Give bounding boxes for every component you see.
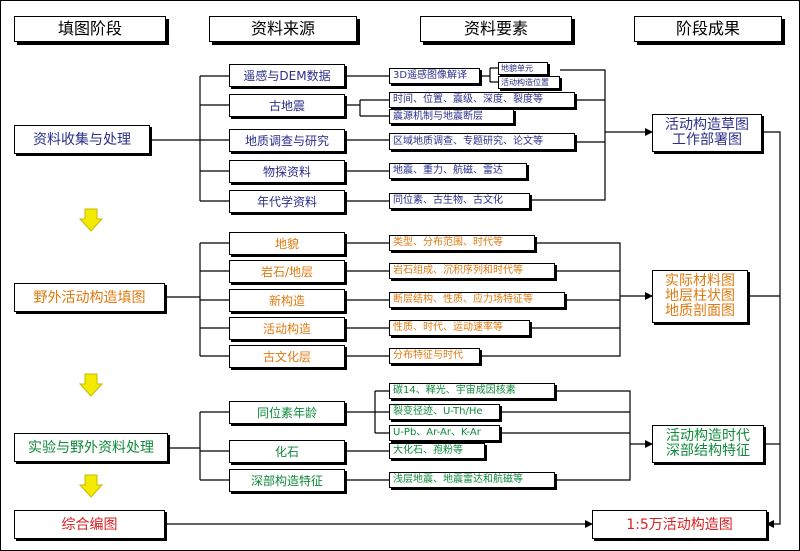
element-landform-type: 类型、分布范围、时代等: [389, 235, 535, 251]
element-c14-cosmogenic: 碳14、释光、宇宙成因核素: [389, 383, 555, 399]
source-paleo-earthquake: 古地震: [229, 94, 345, 117]
stage-lab-processing: 实验与野外资料处理: [14, 433, 168, 462]
element-fault-structure: 断层结构、性质、应力场特征等: [389, 292, 565, 308]
source-neotectonics: 新构造: [229, 289, 345, 312]
source-isotope-age: 同位素年龄: [229, 401, 345, 424]
element-macrofossil-pollen: 大化石、孢粉等: [389, 443, 485, 459]
element-cultural-distribution: 分布特征与时代: [389, 348, 480, 364]
stage-field-mapping: 野外活动构造填图: [14, 283, 165, 312]
source-geochronology: 年代学资料: [229, 190, 345, 213]
header-results: 阶段成果: [634, 16, 782, 42]
element-eq-mechanism: 震源机制与地震断层: [389, 109, 514, 124]
header-stage: 填图阶段: [14, 16, 166, 42]
result-line: 地质剖面图: [665, 302, 735, 319]
result-line: 实际材料图: [665, 273, 735, 290]
element-motion-rate: 性质、时代、运动速率等: [389, 320, 530, 336]
element-shallow-seismic: 浅层地震、地震雷达和航磁等: [389, 472, 555, 488]
element-eq-parameters: 时间、位置、震级、深度、裂度等: [389, 92, 575, 108]
element-rs-landform: 地貌单元: [498, 62, 548, 75]
element-rs-tectonic-location: 活动构造位置: [498, 76, 560, 89]
stage-compilation: 综合编图: [14, 510, 165, 539]
source-fossils: 化石: [229, 440, 345, 463]
result-line: 活动构造时代: [666, 428, 750, 445]
element-geophys: 地震、重力、航磁、雷达: [389, 163, 527, 179]
source-cultural-layer: 古文化层: [229, 345, 345, 368]
element-upb-arar: U-Pb、Ar-Ar、K-Ar: [389, 425, 500, 441]
result-field-maps: 实际材料图 地层柱状图 地质剖面图: [652, 270, 748, 323]
source-deep-structure: 深部构造特征: [229, 469, 345, 492]
element-geo-studies: 区域地质调查、专题研究、论文等: [389, 133, 575, 150]
source-geophysics: 物探资料: [229, 160, 345, 183]
down-arrow-icon: [79, 208, 103, 232]
result-sketch-map: 活动构造草图 工作部署图: [652, 114, 762, 152]
source-rock-strata: 岩石/地层: [229, 260, 345, 283]
result-line: 活动构造草图: [665, 117, 749, 134]
header-sources: 资料来源: [209, 16, 357, 42]
result-line: 工作部署图: [672, 132, 742, 148]
element-fission-track: 裂变径迹、U-Th/He: [389, 404, 500, 420]
source-geological-survey: 地质调查与研究: [229, 129, 345, 152]
result-line: 地层柱状图: [665, 288, 735, 305]
down-arrow-icon: [79, 373, 103, 397]
element-rs-interpretation: 3D遥感图像解译: [389, 68, 480, 84]
result-final-map: 1:5万活动构造图: [592, 510, 767, 539]
down-arrow-icon: [79, 474, 103, 498]
stage-data-collection: 资料收集与处理: [14, 125, 150, 154]
result-age-structure: 活动构造时代 深部结构特征: [652, 425, 764, 463]
result-line: 深部结构特征: [666, 443, 750, 459]
source-active-tectonics: 活动构造: [229, 317, 345, 340]
element-age: 同位素、古生物、古文化: [389, 193, 530, 209]
source-landform: 地貌: [229, 232, 345, 255]
header-elements: 资料要素: [420, 16, 572, 42]
source-remote-sensing: 遥感与DEM数据: [229, 64, 345, 87]
element-rock-composition: 岩石组成、沉积序列和时代等: [389, 263, 555, 279]
